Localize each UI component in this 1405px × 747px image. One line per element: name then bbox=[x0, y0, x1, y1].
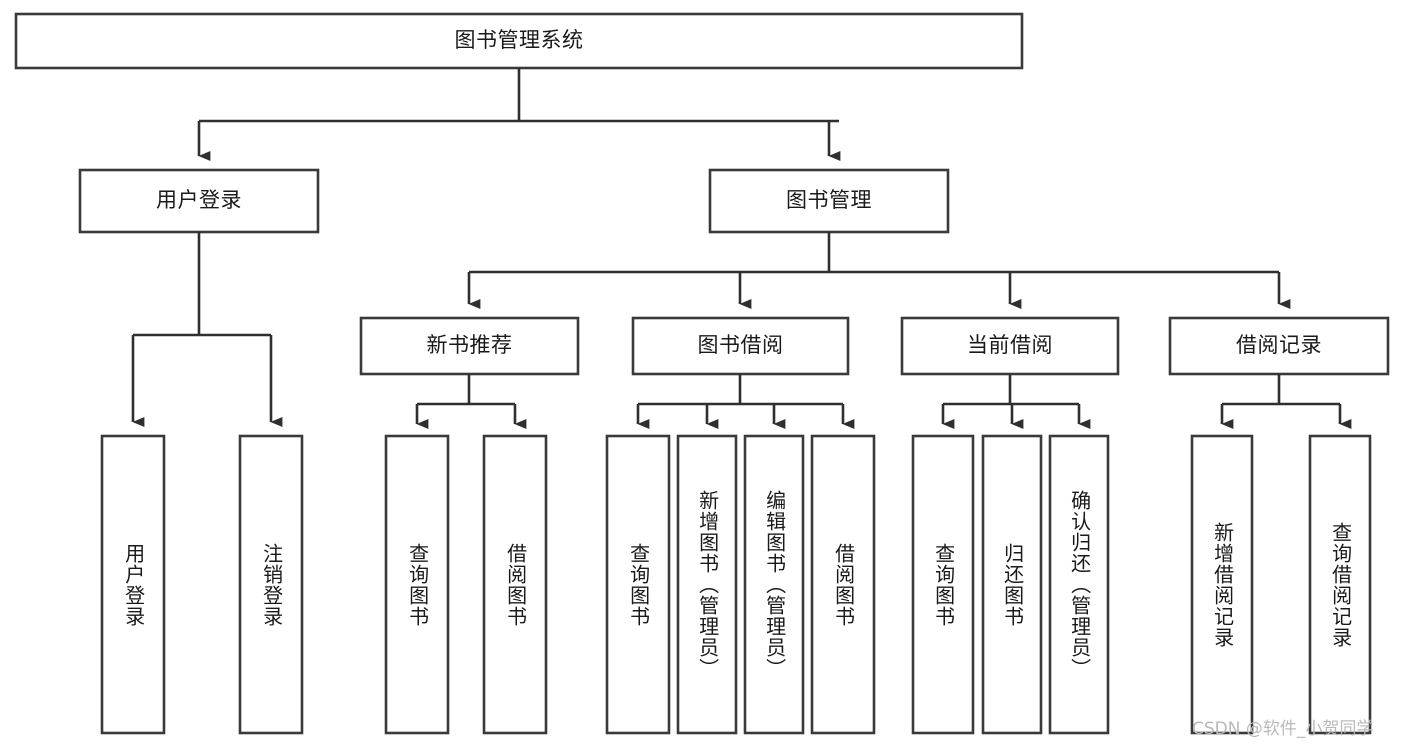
node-label-user-login: 用户登录 bbox=[156, 188, 242, 213]
node-box-leaf-user-login-1[interactable] bbox=[238, 434, 304, 735]
node-box-current-borrow[interactable] bbox=[900, 316, 1120, 376]
node-label-leaf-current-borrow-1: 归还图书 bbox=[1000, 542, 1025, 627]
node-box-leaf-current-borrow-1[interactable] bbox=[981, 434, 1043, 735]
node-label-book-management: 图书管理 bbox=[786, 188, 872, 213]
node-box-leaf-new-book-0[interactable] bbox=[384, 434, 450, 735]
node-label-leaf-current-borrow-2: 确认归还（管理员） bbox=[1067, 490, 1092, 679]
node-box-leaf-borrow-record-0[interactable] bbox=[1190, 434, 1254, 735]
node-label-leaf-book-borrow-1: 新增图书（管理员） bbox=[695, 490, 720, 679]
node-label-current-borrow: 当前借阅 bbox=[967, 333, 1053, 358]
node-box-leaf-book-borrow-1[interactable] bbox=[676, 434, 738, 735]
node-label-leaf-book-borrow-2: 编辑图书（管理员） bbox=[762, 490, 787, 679]
node-box-root[interactable] bbox=[14, 12, 1024, 70]
node-label-leaf-user-login-1: 注销登录 bbox=[259, 542, 284, 627]
node-label-borrow-record: 借阅记录 bbox=[1236, 333, 1322, 358]
node-box-leaf-current-borrow-2[interactable] bbox=[1048, 434, 1110, 735]
node-box-leaf-book-borrow-2[interactable] bbox=[743, 434, 805, 735]
node-box-leaf-new-book-1[interactable] bbox=[482, 434, 548, 735]
node-box-leaf-user-login-0[interactable] bbox=[100, 434, 166, 735]
node-box-user-login[interactable] bbox=[78, 168, 320, 234]
node-label-leaf-borrow-record-0: 新增借阅记录 bbox=[1210, 521, 1235, 648]
node-label-leaf-book-borrow-3: 借阅图书 bbox=[831, 542, 856, 627]
csdn-watermark: CSDN @软件_小贺同学 bbox=[1192, 719, 1374, 739]
node-label-book-borrow: 图书借阅 bbox=[697, 333, 784, 358]
node-label-leaf-user-login-0: 用户登录 bbox=[121, 542, 146, 627]
node-label-leaf-current-borrow-0: 查询图书 bbox=[931, 542, 956, 627]
node-label-leaf-borrow-record-1: 查询借阅记录 bbox=[1328, 521, 1353, 648]
node-box-leaf-book-borrow-3[interactable] bbox=[810, 434, 876, 735]
node-box-leaf-book-borrow-0[interactable] bbox=[605, 434, 671, 735]
node-label-leaf-new-book-0: 查询图书 bbox=[405, 542, 430, 627]
node-label-root: 图书管理系统 bbox=[454, 28, 584, 53]
node-box-leaf-borrow-record-1[interactable] bbox=[1308, 434, 1372, 735]
node-box-new-book-recommend[interactable] bbox=[359, 316, 580, 376]
node-label-leaf-new-book-1: 借阅图书 bbox=[503, 542, 528, 627]
node-label-new-book-recommend: 新书推荐 bbox=[426, 333, 513, 358]
node-box-leaf-current-borrow-0[interactable] bbox=[911, 434, 975, 735]
node-label-leaf-book-borrow-0: 查询图书 bbox=[626, 542, 651, 627]
